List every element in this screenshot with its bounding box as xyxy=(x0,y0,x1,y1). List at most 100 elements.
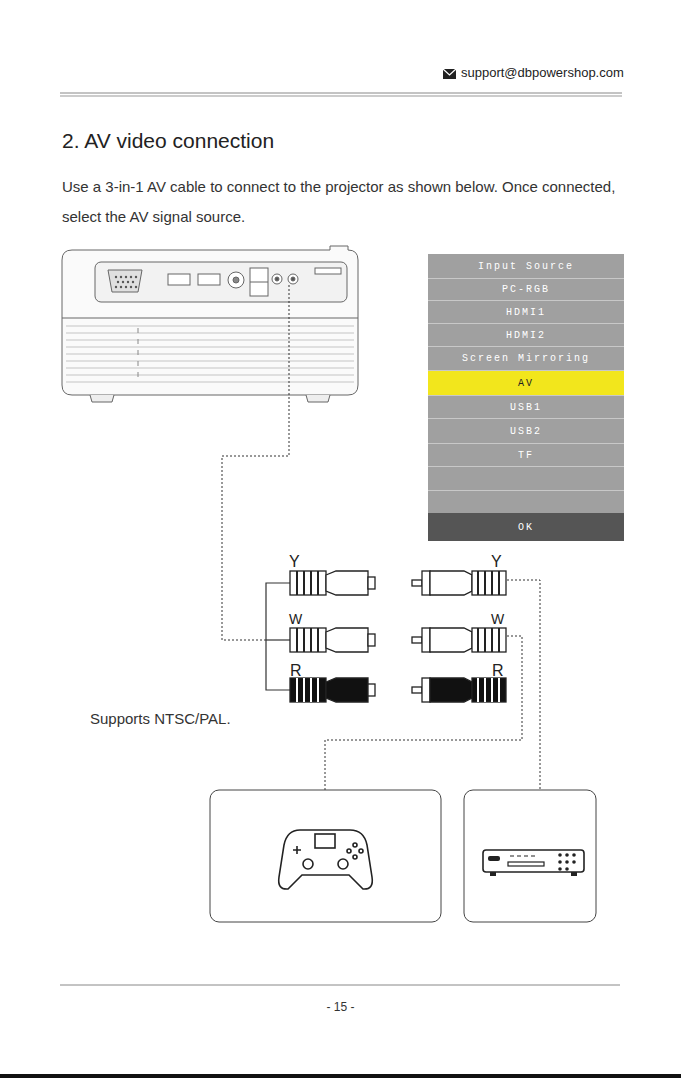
vent-line xyxy=(66,354,354,355)
header-rule xyxy=(60,95,622,97)
plug-grip xyxy=(303,571,305,595)
menu-item-text: OK xyxy=(518,522,534,533)
plug-body xyxy=(430,678,472,702)
connector-letter: Y xyxy=(491,553,502,571)
rca-plug xyxy=(290,678,375,702)
plug-ferrule xyxy=(472,571,506,595)
plug-grip xyxy=(303,628,305,652)
plug-grip xyxy=(310,571,312,595)
plug-tip xyxy=(422,571,430,595)
menu-blank-row xyxy=(428,466,624,490)
plug-grip xyxy=(498,628,500,652)
vent-slit xyxy=(138,350,139,355)
instruction-text: Use a 3-in-1 AV cable to connect to the … xyxy=(62,172,622,232)
plug-body xyxy=(430,628,472,652)
plug-grip xyxy=(477,678,479,702)
input-source-menu: Input SourcePC-RGBHDMI1HDMI2Screen Mirro… xyxy=(428,254,624,541)
plug-grip xyxy=(491,571,493,595)
vent-slit xyxy=(138,339,139,344)
vent-line xyxy=(66,368,354,369)
plug-pin xyxy=(412,687,422,693)
plug-tip xyxy=(422,678,430,702)
vent-line xyxy=(66,375,354,376)
vent-line xyxy=(66,347,354,348)
plug-ferrule xyxy=(290,628,326,652)
plug-grip xyxy=(484,678,486,702)
menu-item-text: USB2 xyxy=(510,426,542,437)
plug-body xyxy=(326,678,368,702)
plug-pin xyxy=(412,580,422,586)
plug-grip xyxy=(296,628,298,652)
connector-letter: W xyxy=(289,611,302,627)
plug-grip xyxy=(477,571,479,595)
menu-item-text: HDMI1 xyxy=(506,307,546,318)
vent-line xyxy=(66,340,354,341)
rca-plug xyxy=(290,628,375,652)
connector-letter: W xyxy=(491,611,504,627)
plug-grip xyxy=(498,571,500,595)
rca-plug xyxy=(412,571,506,595)
menu-item-text: TF xyxy=(518,450,534,461)
plug-tip xyxy=(368,634,375,646)
menu-item-text: AV xyxy=(518,378,534,389)
menu-item: USB1 xyxy=(428,395,624,418)
plug-grip xyxy=(317,628,319,652)
page-edge xyxy=(0,1074,681,1078)
plug-grip xyxy=(491,678,493,702)
vent-line xyxy=(66,361,354,362)
vent-slit xyxy=(138,361,139,366)
gamepad-icon xyxy=(279,830,373,889)
menu-item: USB2 xyxy=(428,418,624,443)
cable-split xyxy=(266,583,290,690)
plug-grip xyxy=(317,571,319,595)
connector-letter: R xyxy=(492,662,504,680)
plug-grip xyxy=(477,628,479,652)
projector xyxy=(62,246,358,402)
menu-item-selected: AV xyxy=(428,370,624,395)
menu-item-text: HDMI2 xyxy=(506,330,546,341)
plug-ferrule xyxy=(290,678,326,702)
menu-heading: Input Source xyxy=(478,261,574,272)
menu-heading-row: Input Source xyxy=(428,254,624,278)
menu-item: HDMI2 xyxy=(428,323,624,346)
note-text: Supports NTSC/PAL. xyxy=(90,710,231,727)
plug-body xyxy=(430,571,472,595)
rca-plug xyxy=(412,678,506,702)
plug-grip xyxy=(310,678,312,702)
header-rule xyxy=(60,93,622,94)
plug-grip xyxy=(303,678,305,702)
game-console-box xyxy=(210,790,441,922)
connector-letter: R xyxy=(290,662,302,680)
plug-tip xyxy=(422,628,430,652)
menu-item: PC-RGB xyxy=(428,278,624,300)
menu-item-text: USB1 xyxy=(510,402,542,413)
vent-slit xyxy=(138,372,139,377)
plug-ferrule xyxy=(472,628,506,652)
plug-grip xyxy=(310,628,312,652)
dvd-player-icon xyxy=(483,850,584,876)
menu-item-text: PC-RGB xyxy=(502,284,550,295)
vent-line xyxy=(66,382,354,383)
plug-grip xyxy=(317,678,319,702)
rca-plug xyxy=(290,571,375,595)
plug-body xyxy=(326,571,368,595)
dvd-player-box xyxy=(464,790,596,922)
plug-tip xyxy=(368,577,375,589)
plug-tip xyxy=(368,684,375,696)
plug-grip xyxy=(296,678,298,702)
menu-blank-row xyxy=(428,490,624,514)
envelope-icon xyxy=(443,69,456,79)
section-title: 2. AV video connection xyxy=(62,129,274,153)
menu-item: TF xyxy=(428,443,624,466)
vent-slit xyxy=(138,328,139,333)
vent-line xyxy=(66,333,354,334)
rca-plug xyxy=(412,628,506,652)
plug-pin xyxy=(412,637,422,643)
support-email: support@dbpowershop.com xyxy=(461,65,624,80)
footer-rule xyxy=(60,985,620,986)
plug-ferrule xyxy=(472,678,506,702)
vent-line xyxy=(66,326,354,327)
plug-grip xyxy=(484,571,486,595)
page-number: - 15 - xyxy=(0,1000,681,1014)
connector-letter: Y xyxy=(289,553,300,571)
